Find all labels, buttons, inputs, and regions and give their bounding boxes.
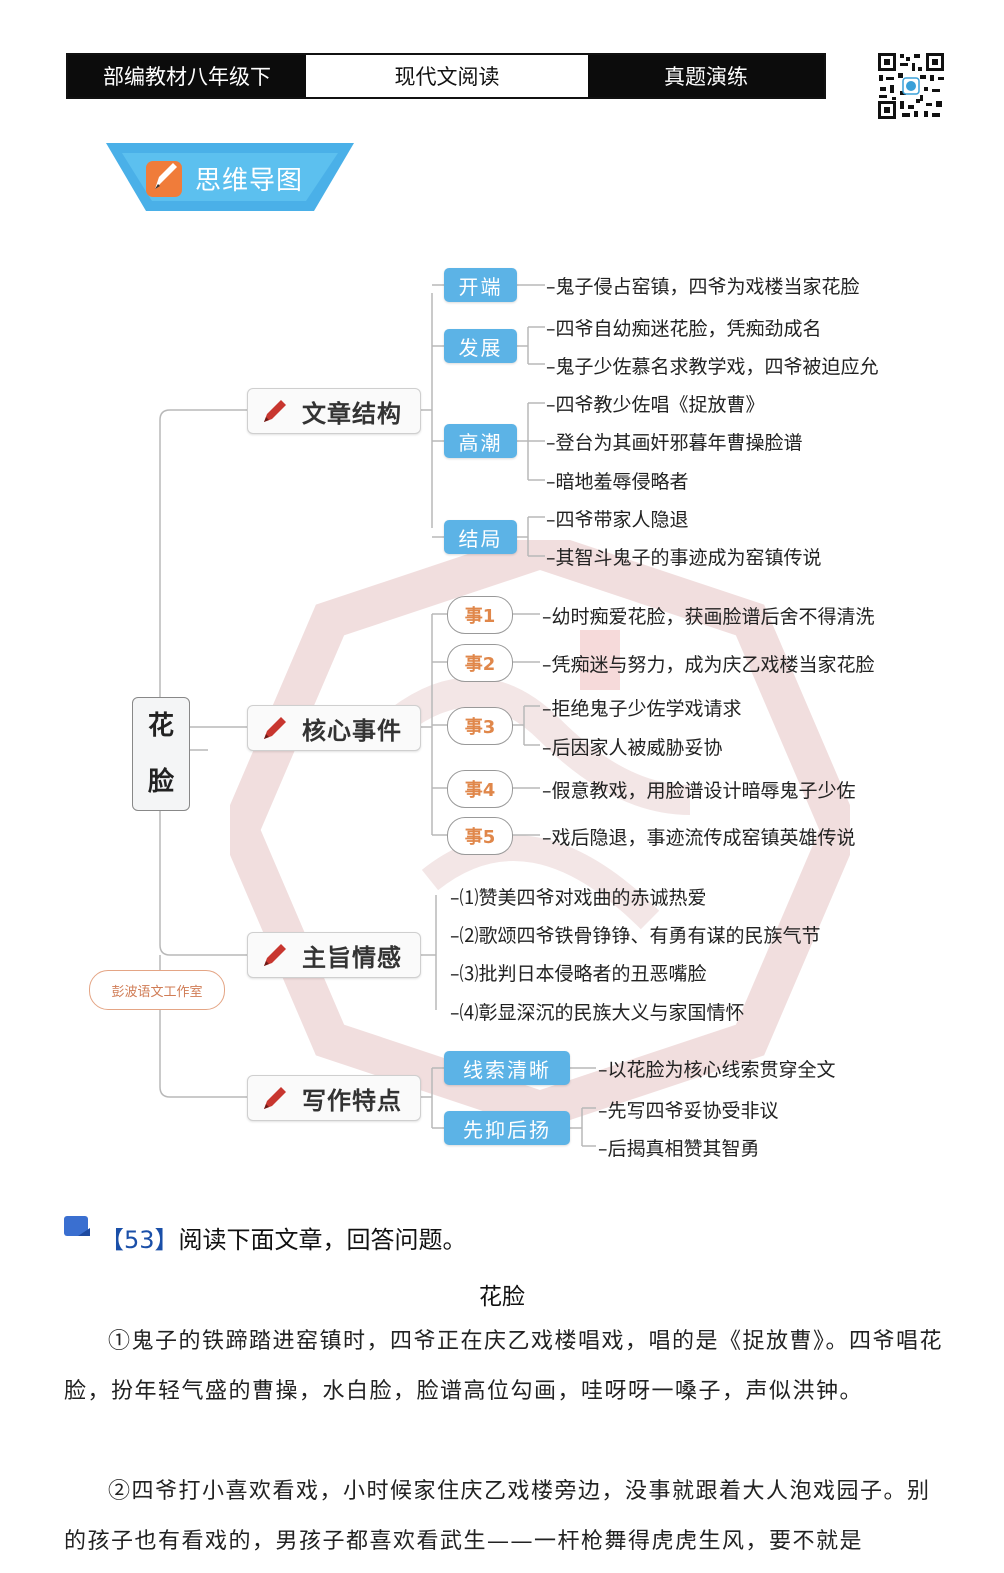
leaf-theme-1: –⑴赞美四爷对戏曲的赤诚热爱 bbox=[450, 887, 707, 909]
leaf-event-2: –凭痴迷与努力，成为庆乙戏楼当家花脸 bbox=[542, 654, 875, 676]
article-title: 花脸 bbox=[479, 1284, 525, 1310]
leaf-opening-1: –鬼子侵占窑镇，四爷为戏楼当家花脸 bbox=[546, 276, 860, 298]
question-number: 【53】 bbox=[100, 1226, 179, 1254]
leaf-theme-3: –⑶批判日本侵略者的丑恶嘴脸 bbox=[450, 963, 707, 985]
node-theme: 主旨情感 bbox=[247, 932, 421, 978]
banner-title: 思维导图 bbox=[195, 166, 304, 196]
node-writing-label: 写作特点 bbox=[302, 1086, 402, 1115]
question-heading: 【53】阅读下面文章，回答问题。 bbox=[100, 1220, 467, 1255]
leaf-event-4: –假意教戏，用脸谱设计暗辱鬼子少佐 bbox=[542, 780, 856, 802]
mindmap-banner bbox=[106, 143, 354, 211]
node-structure: 文章结构 bbox=[247, 388, 421, 434]
tag-contrast: 先抑后扬 bbox=[444, 1111, 570, 1145]
mindmap-connectors bbox=[159, 284, 596, 1147]
event-pill-4: 事4 bbox=[447, 770, 513, 808]
tag-ending: 结局 bbox=[444, 520, 517, 554]
leaf-event-3a: –拒绝鬼子少佐学戏请求 bbox=[542, 698, 742, 720]
leaf-ending-2: –其智斗鬼子的事迹成为窑镇传说 bbox=[546, 547, 822, 569]
leaf-development-2: –鬼子少佐慕名求教学戏，四爷被迫应允 bbox=[546, 356, 879, 378]
qr-code-icon bbox=[876, 51, 946, 121]
leaf-contrast-1: –先写四爷妥协受非议 bbox=[598, 1100, 779, 1122]
article-paragraph-1: ①鬼子的铁蹄踏进窑镇时，四爷正在庆乙戏楼唱戏，唱的是《捉放曹》。四爷唱花脸，扮年… bbox=[64, 1329, 944, 1404]
node-events: 核心事件 bbox=[247, 705, 421, 751]
tag-opening: 开端 bbox=[444, 268, 517, 302]
root-char-2: 脸 bbox=[147, 767, 174, 797]
tag-clue: 线索清晰 bbox=[444, 1051, 570, 1085]
leaf-climax-2: –登台为其画奸邪暮年曹操脸谱 bbox=[546, 432, 803, 454]
leaf-development-1: –四爷自幼痴迷花脸，凭痴劲成名 bbox=[546, 318, 822, 340]
node-theme-label: 主旨情感 bbox=[302, 943, 402, 972]
pencil-icon bbox=[264, 400, 286, 422]
question-prompt: 阅读下面文章，回答问题。 bbox=[178, 1226, 467, 1254]
watermark-seal-icon bbox=[230, 540, 850, 1120]
event-pill-3: 事3 bbox=[447, 707, 513, 745]
node-events-label: 核心事件 bbox=[302, 716, 402, 745]
root-char-1: 花 bbox=[147, 711, 174, 741]
header-bar: 部编教材八年级下 现代文阅读 真题演练 bbox=[66, 53, 826, 99]
leaf-event-3b: –后因家人被威胁妥协 bbox=[542, 737, 723, 759]
leaf-contrast-2: –后揭真相赞其智勇 bbox=[598, 1138, 760, 1160]
mindmap-root: 花 脸 bbox=[132, 697, 190, 811]
event-pill-5: 事5 bbox=[447, 817, 513, 855]
pencil-icon bbox=[264, 1087, 286, 1109]
pencil-icon bbox=[264, 944, 286, 966]
leaf-climax-3: –暗地羞辱侵略者 bbox=[546, 471, 689, 493]
leaf-event-5: –戏后隐退，事迹流传成窑镇英雄传说 bbox=[542, 827, 856, 849]
leaf-theme-4: –⑷彰显深沉的民族大义与家国情怀 bbox=[450, 1002, 745, 1024]
event-pill-2: 事2 bbox=[447, 644, 513, 682]
leaf-clue-1: –以花脸为核心线索贯穿全文 bbox=[598, 1059, 836, 1081]
leaf-theme-2: –⑵歌颂四爷铁骨铮铮、有勇有谋的民族气节 bbox=[450, 925, 821, 947]
node-structure-label: 文章结构 bbox=[302, 399, 402, 428]
header-section: 现代文阅读 bbox=[306, 55, 588, 97]
studio-stamp: 彭波语文工作室 bbox=[89, 970, 225, 1010]
article-paragraph-2: ②四爷打小喜欢看戏，小时候家住庆乙戏楼旁边，没事就跟着大人泡戏园子。别的孩子也有… bbox=[64, 1479, 931, 1554]
bookmark-icon bbox=[64, 1216, 90, 1236]
pencil-icon bbox=[264, 717, 286, 739]
leaf-climax-1: –四爷教少佐唱《捉放曹》 bbox=[546, 394, 765, 416]
tag-climax: 高潮 bbox=[444, 424, 517, 458]
node-writing: 写作特点 bbox=[247, 1075, 421, 1121]
event-pill-1: 事1 bbox=[447, 596, 513, 634]
header-grade: 部编教材八年级下 bbox=[68, 55, 306, 97]
leaf-ending-1: –四爷带家人隐退 bbox=[546, 509, 689, 531]
tag-development: 发展 bbox=[444, 329, 517, 363]
header-practice: 真题演练 bbox=[588, 55, 824, 97]
leaf-event-1: –幼时痴爱花脸，获画脸谱后舍不得清洗 bbox=[542, 606, 875, 628]
